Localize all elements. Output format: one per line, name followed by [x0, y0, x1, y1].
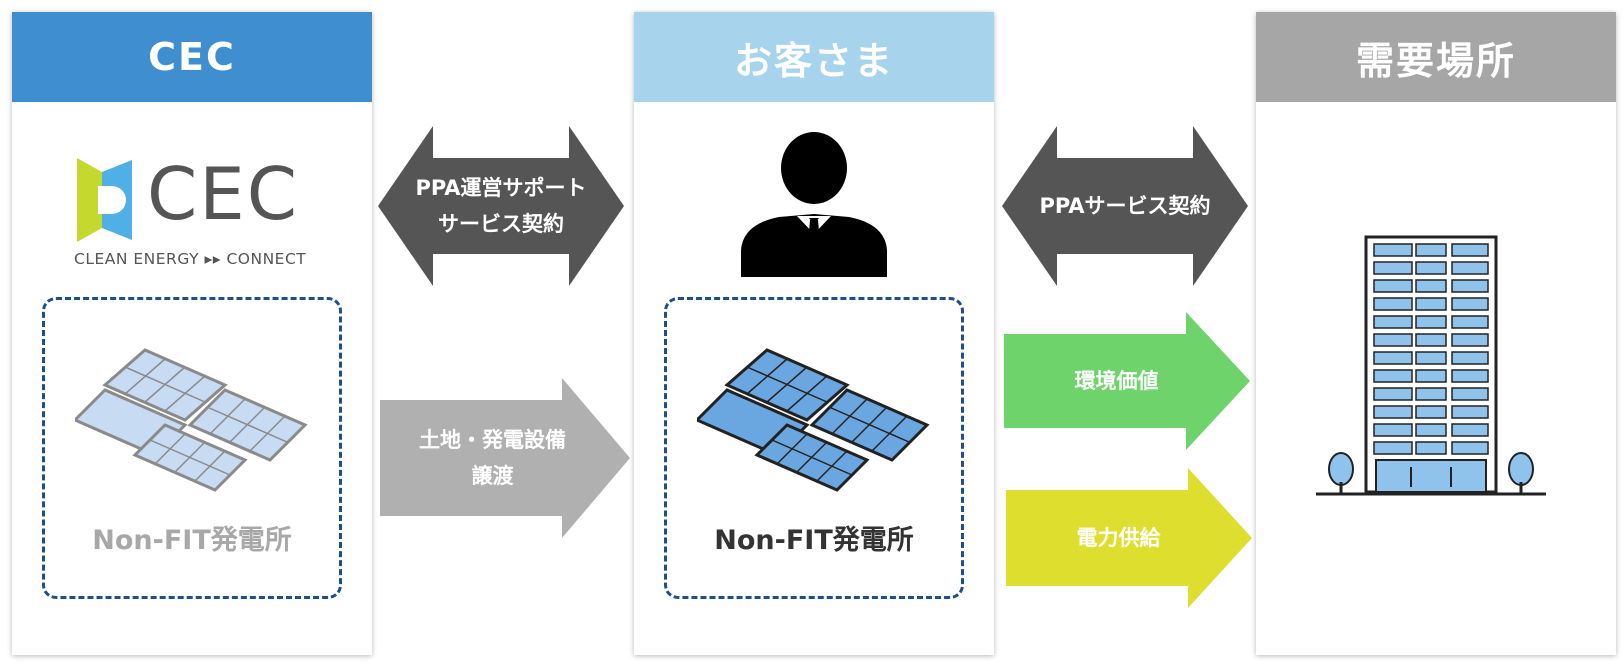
solar-panels-icon [75, 348, 308, 492]
ppa-support-label: PPA運営サポート サービス契約 [415, 176, 587, 236]
customer-panel: お客さま Non-FIT発電所 [634, 12, 994, 655]
cec-logo-subtitle: CLEAN ENERGY ▸▸ CONNECT [74, 250, 307, 268]
demand-location-panel: 需要場所 [1256, 12, 1616, 655]
plant-box-cec: Non-FIT発電所 [42, 297, 342, 599]
demand-panel-title: 需要場所 [1256, 12, 1616, 102]
plant-label-customer: Non-FIT発電所 [714, 525, 914, 556]
cec-logo-icon [77, 158, 132, 242]
ppa-service-double-arrow [1002, 126, 1248, 286]
businessman-icon [741, 132, 887, 277]
customer-panel-title: お客さま [634, 12, 994, 102]
environmental-value-label: 環境価値 [1074, 369, 1159, 393]
cec-panel: CEC CEC CLEAN ENERGY ▸▸ CONNECT N [12, 12, 372, 655]
land-transfer-label: 土地・発電設備 譲渡 [419, 428, 566, 488]
solar-panels-icon [697, 348, 930, 492]
office-building-icon [1316, 235, 1546, 496]
plant-box-customer: Non-FIT発電所 [664, 297, 964, 599]
cec-panel-title: CEC [12, 12, 372, 102]
environmental-value-arrow [1004, 312, 1250, 450]
power-supply-label: 電力供給 [1076, 526, 1161, 550]
cec-logo-text: CEC [147, 152, 300, 236]
ppa-support-double-arrow [378, 126, 624, 286]
plant-label-cec: Non-FIT発電所 [92, 525, 292, 556]
ppa-service-label: PPAサービス契約 [1039, 194, 1211, 218]
land-transfer-arrow [380, 378, 630, 538]
power-supply-arrow [1006, 468, 1252, 608]
